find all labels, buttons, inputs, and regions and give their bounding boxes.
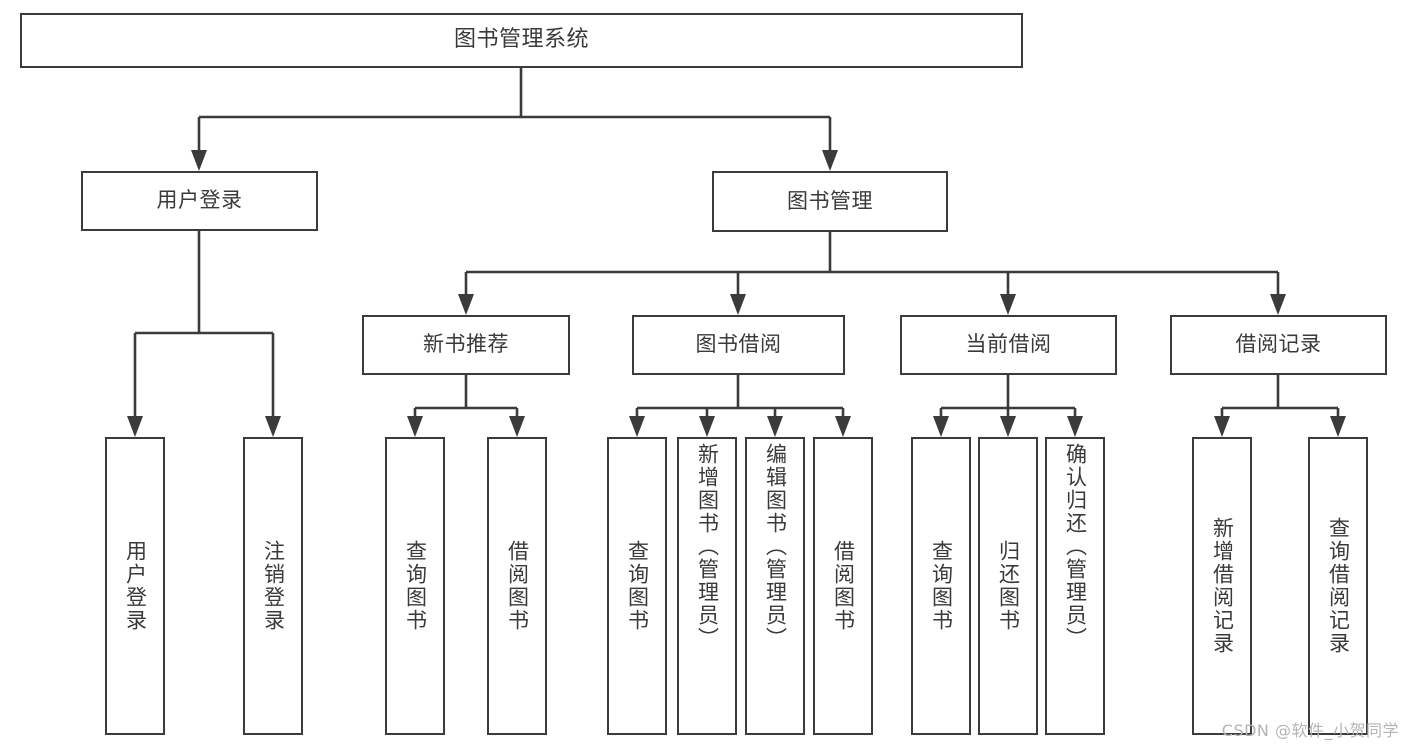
node-user-login-label: 用户登录	[156, 188, 243, 213]
node-book-manage[interactable]: 图书管理	[712, 171, 948, 232]
node-leaf-query-book-3-label: 查询图书	[929, 540, 954, 632]
node-leaf-query-book-2[interactable]: 查询图书	[607, 437, 667, 735]
node-new-book-recommend[interactable]: 新书推荐	[362, 315, 570, 375]
node-leaf-add-book-admin-label: 新增图书（管理员）	[695, 443, 720, 650]
node-leaf-query-book-3[interactable]: 查询图书	[911, 437, 971, 735]
node-book-manage-label: 图书管理	[787, 188, 873, 213]
node-leaf-logout-login[interactable]: 注销登录	[243, 437, 303, 735]
arrowhead-leaf-add-book-admin	[699, 416, 715, 437]
arrowhead-leaf-edit-book-admin	[767, 416, 783, 437]
arrowhead-leaf-query-book-3	[933, 416, 949, 437]
arrowhead-book-borrow	[730, 294, 746, 315]
node-user-login[interactable]: 用户登录	[81, 171, 318, 231]
node-leaf-return-book[interactable]: 归还图书	[978, 437, 1038, 735]
arrowhead-leaf-return-book	[1000, 416, 1016, 437]
arrowhead-leaf-add-borrow-record	[1214, 416, 1230, 437]
node-leaf-logout-login-label: 注销登录	[261, 540, 286, 632]
node-book-borrow[interactable]: 图书借阅	[632, 315, 845, 375]
node-leaf-query-borrow-record-label: 查询借阅记录	[1326, 517, 1351, 655]
arrowhead-leaf-query-book-1	[407, 416, 423, 437]
node-leaf-confirm-return-admin[interactable]: 确认归还（管理员）	[1045, 437, 1105, 735]
node-leaf-add-book-admin[interactable]: 新增图书（管理员）	[677, 437, 737, 735]
node-leaf-borrow-book-2-label: 借阅图书	[831, 540, 856, 632]
node-current-borrow-label: 当前借阅	[965, 332, 1052, 357]
arrowhead-current-borrow	[1000, 294, 1016, 315]
arrowhead-leaf-confirm-return-admin	[1067, 416, 1083, 437]
node-new-book-recommend-label: 新书推荐	[423, 332, 509, 357]
arrowhead-leaf-borrow-book-1	[509, 416, 525, 437]
node-leaf-return-book-label: 归还图书	[996, 540, 1021, 632]
arrowhead-new-book-recommend	[458, 294, 474, 315]
node-leaf-user-login[interactable]: 用户登录	[105, 437, 165, 735]
node-leaf-query-book-1[interactable]: 查询图书	[385, 437, 445, 735]
arrowhead-book-manage	[822, 150, 838, 171]
node-current-borrow[interactable]: 当前借阅	[900, 315, 1117, 375]
arrowhead-leaf-logout-login	[265, 416, 281, 437]
node-leaf-query-book-1-label: 查询图书	[403, 540, 428, 632]
node-leaf-add-borrow-record-label: 新增借阅记录	[1210, 517, 1235, 655]
node-leaf-add-borrow-record[interactable]: 新增借阅记录	[1192, 437, 1252, 735]
node-root[interactable]: 图书管理系统	[20, 13, 1023, 68]
arrowhead-leaf-user-login	[127, 416, 143, 437]
node-borrow-record-label: 借阅记录	[1235, 332, 1322, 357]
arrowhead-leaf-query-borrow-record	[1330, 416, 1346, 437]
arrowhead-user-login	[191, 150, 207, 171]
node-book-borrow-label: 图书借阅	[695, 332, 782, 357]
node-leaf-borrow-book-1[interactable]: 借阅图书	[487, 437, 547, 735]
node-leaf-query-borrow-record[interactable]: 查询借阅记录	[1308, 437, 1368, 735]
node-borrow-record[interactable]: 借阅记录	[1170, 315, 1387, 375]
node-leaf-query-book-2-label: 查询图书	[625, 540, 650, 632]
node-leaf-user-login-label: 用户登录	[123, 540, 148, 632]
watermark: CSDN @软件_小贺同学	[1221, 721, 1399, 740]
node-leaf-confirm-return-admin-label: 确认归还（管理员）	[1063, 443, 1088, 650]
node-leaf-edit-book-admin-label: 编辑图书（管理员）	[763, 443, 788, 650]
node-leaf-borrow-book-1-label: 借阅图书	[505, 540, 530, 632]
arrowhead-leaf-query-book-2	[629, 416, 645, 437]
node-leaf-edit-book-admin[interactable]: 编辑图书（管理员）	[745, 437, 805, 735]
arrowhead-leaf-borrow-book-2	[835, 416, 851, 437]
node-root-label: 图书管理系统	[453, 27, 589, 53]
node-leaf-borrow-book-2[interactable]: 借阅图书	[813, 437, 873, 735]
arrowhead-borrow-record	[1270, 294, 1286, 315]
